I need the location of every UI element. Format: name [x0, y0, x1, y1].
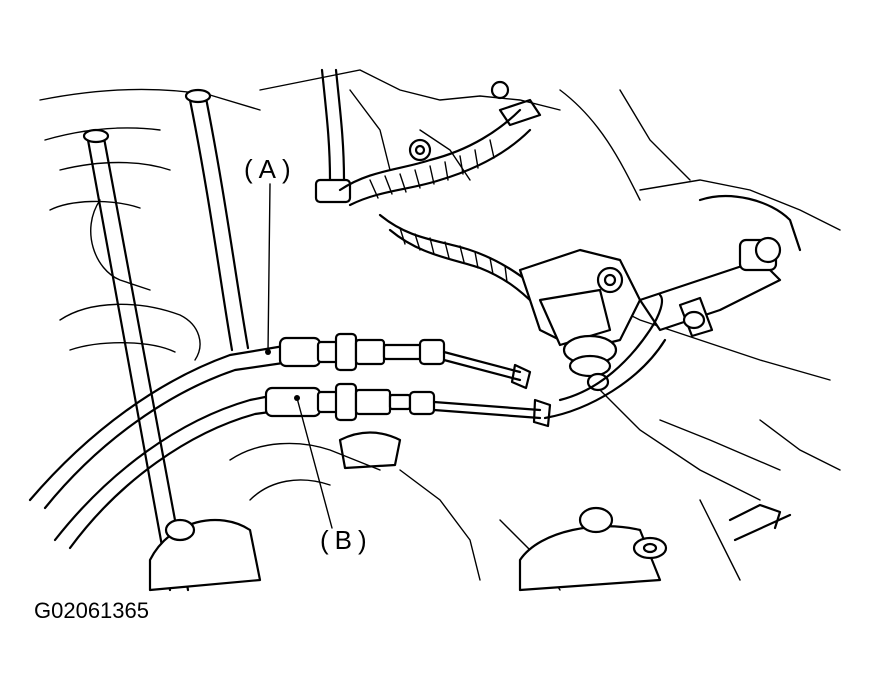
callout-leaders — [265, 183, 333, 529]
leader-line-b — [296, 397, 333, 529]
callout-label-b: (B) — [320, 525, 373, 555]
cable-b — [53, 382, 552, 550]
leader-line-a — [267, 183, 271, 353]
figure-code: G02061365 — [34, 598, 149, 623]
lever-assembly — [408, 80, 802, 420]
corrugated-hoses — [338, 98, 542, 307]
engine-background-outlines — [39, 69, 841, 591]
cable-a — [28, 332, 532, 510]
callout-label-a: (A) — [244, 154, 297, 184]
leader-dot-b — [294, 395, 300, 401]
leader-dot-a — [265, 349, 271, 355]
vertical-pipes — [82, 68, 352, 592]
lower-components — [148, 503, 792, 592]
